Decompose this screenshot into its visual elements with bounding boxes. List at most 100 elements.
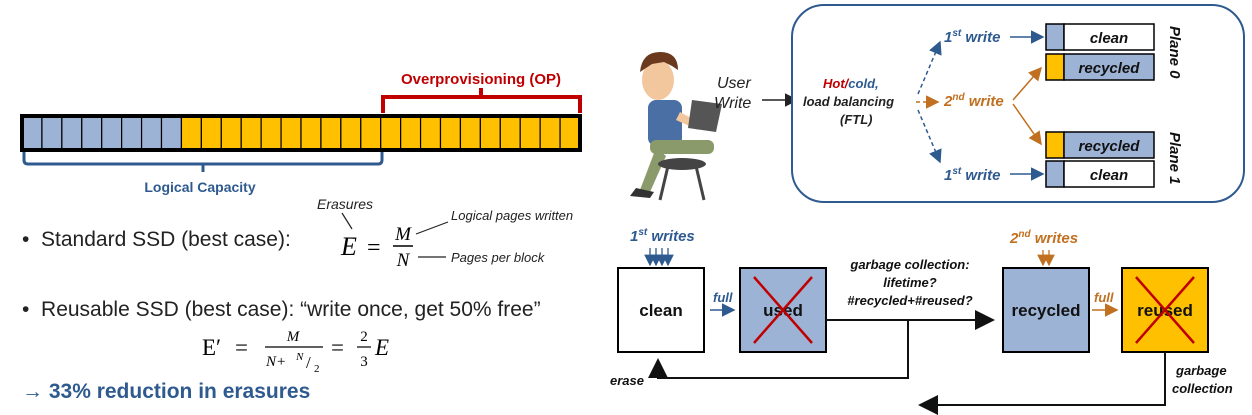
- plane1-recycled-label: recycled: [1079, 138, 1141, 155]
- recycled-block-label: recycled: [1012, 301, 1081, 320]
- formula2-num: M: [286, 329, 301, 345]
- route-arrow-plane0: [917, 40, 942, 95]
- op-page-cell: [340, 115, 362, 151]
- formula2-den-n: N+: [265, 354, 286, 370]
- second-write: 2nd write: [943, 92, 1004, 110]
- bullet-dot: •: [22, 298, 30, 321]
- formula-lhs: E: [340, 232, 357, 261]
- op-bracket: [381, 88, 582, 113]
- logical-page-cell: [81, 115, 103, 151]
- op-page-cell: [519, 115, 541, 151]
- op-page-cell: [539, 115, 561, 151]
- op-page-cell: [220, 115, 242, 151]
- reused-cross-mark: [1135, 276, 1195, 344]
- second-writes-arrows: [1037, 250, 1055, 267]
- op-page-cell: [320, 115, 342, 151]
- garbage-collection-arrow: [918, 352, 1166, 415]
- used-cross-mark: [753, 276, 813, 344]
- formula2-slash: /: [306, 353, 311, 372]
- garbage-label: garbage: [1175, 363, 1227, 378]
- bullet-standard: • Standard SSD (best case):: [22, 228, 291, 252]
- clean-block: [617, 267, 705, 353]
- plane1-label: Plane 1: [1166, 132, 1183, 185]
- op-page-cell: [200, 115, 222, 151]
- logical-pages-label: Logical pages written: [451, 208, 573, 223]
- formula2-half-n: N: [295, 351, 304, 363]
- second-writes-label: 2nd writes: [1009, 229, 1078, 247]
- ftl-label: (FTL): [840, 112, 872, 127]
- ssd-capacity-diagram: Overprovisioning (OP) Logical Capacity: [20, 71, 582, 195]
- logical-page-cell: [21, 115, 43, 151]
- op-label: Overprovisioning (OP): [401, 71, 561, 88]
- formula-den: N: [396, 250, 411, 270]
- route-arrow-plane1: [917, 109, 942, 164]
- plane0-clean-block: [1063, 23, 1155, 51]
- reusable-ssd-label: Reusable SSD (best case): “write once, g…: [41, 298, 541, 321]
- full-label-2: full: [1094, 290, 1114, 305]
- op-page-cell: [260, 115, 282, 151]
- formula-eq: =: [367, 235, 381, 261]
- write-label: Write: [714, 95, 751, 112]
- erase-label: erase: [610, 373, 644, 388]
- logical-page-cell: [121, 115, 143, 151]
- plane1-blocks: recycled clean: [1045, 131, 1155, 188]
- load-balancing-label: load balancing: [803, 94, 894, 109]
- op-page-cell: [280, 115, 302, 151]
- ssd-bar-outline: [20, 114, 582, 152]
- erase-arrow: [648, 320, 909, 379]
- clean-block-label: clean: [639, 301, 682, 320]
- standard-formula: Erasures E = M N Logical pages written P…: [317, 196, 573, 270]
- op-page-cell: [380, 115, 402, 151]
- formula-num: M: [394, 224, 412, 245]
- pages-per-block-label: Pages per block: [451, 250, 546, 265]
- erasures-pointer: [341, 212, 353, 230]
- first-write-top: 1st write: [944, 28, 1000, 46]
- logical-page-cell: [160, 115, 183, 151]
- logical-capacity-label: Logical Capacity: [144, 179, 255, 195]
- plane1-clean-block: [1063, 160, 1155, 188]
- op-page-cell: [419, 115, 442, 151]
- op-page-cell: [180, 115, 202, 151]
- hot-cold-label: Hot/cold,: [823, 76, 879, 91]
- logical-page-cell: [140, 115, 163, 151]
- formula2-eq2: =: [331, 335, 344, 360]
- first-writes-arrows: [644, 248, 674, 267]
- full-label-1: full: [713, 290, 733, 305]
- erasures-label: Erasures: [317, 196, 373, 212]
- plane0-clean-label: clean: [1090, 30, 1128, 47]
- op-page-cell: [499, 115, 521, 151]
- op-page-cell: [559, 115, 581, 151]
- formula2-two: 2: [360, 329, 368, 345]
- bullet-dot: •: [22, 228, 30, 251]
- formula2-three: 3: [360, 354, 368, 370]
- plane1-clean-label: clean: [1090, 167, 1128, 184]
- plane1-recycled-block: [1063, 131, 1155, 159]
- plane0-recycled-label: recycled: [1079, 60, 1141, 77]
- user-label: User: [717, 75, 751, 92]
- collection-label: collection: [1172, 381, 1233, 396]
- formula2-lhs: E′: [202, 335, 221, 360]
- op-page-cell: [439, 115, 462, 151]
- write-routing-diagram: User Write Hot/cold, load balancing (FTL…: [630, 4, 1245, 203]
- first-write-bottom: 1st write: [944, 166, 1000, 184]
- reusable-formula: E′ = M N+ N / 2 = 2 3 E: [202, 329, 389, 375]
- m-pointer: [415, 221, 449, 235]
- formula2-eq: =: [235, 335, 248, 360]
- gc-line2: lifetime?: [883, 275, 937, 290]
- op-page-cell: [240, 115, 262, 151]
- ssd-page-cells: [21, 115, 581, 151]
- gc-line3: #recycled+#reused?: [847, 293, 972, 308]
- plane0-label: Plane 0: [1166, 26, 1183, 79]
- reduction-statement: → 33% reduction in erasures: [22, 380, 311, 403]
- logical-page-cell: [101, 115, 123, 151]
- op-page-cell: [479, 115, 501, 151]
- user-illustration: [630, 52, 722, 201]
- op-page-cell: [459, 115, 481, 151]
- plane0-blocks: clean recycled: [1045, 23, 1155, 81]
- bullet-reusable: • Reusable SSD (best case): “write once,…: [22, 298, 541, 322]
- standard-ssd-label: Standard SSD (best case):: [41, 228, 291, 251]
- op-page-cell: [360, 115, 382, 151]
- plane0-recycled-block: [1063, 53, 1155, 81]
- logical-page-cell: [41, 115, 63, 151]
- recycled-block: [1002, 267, 1090, 353]
